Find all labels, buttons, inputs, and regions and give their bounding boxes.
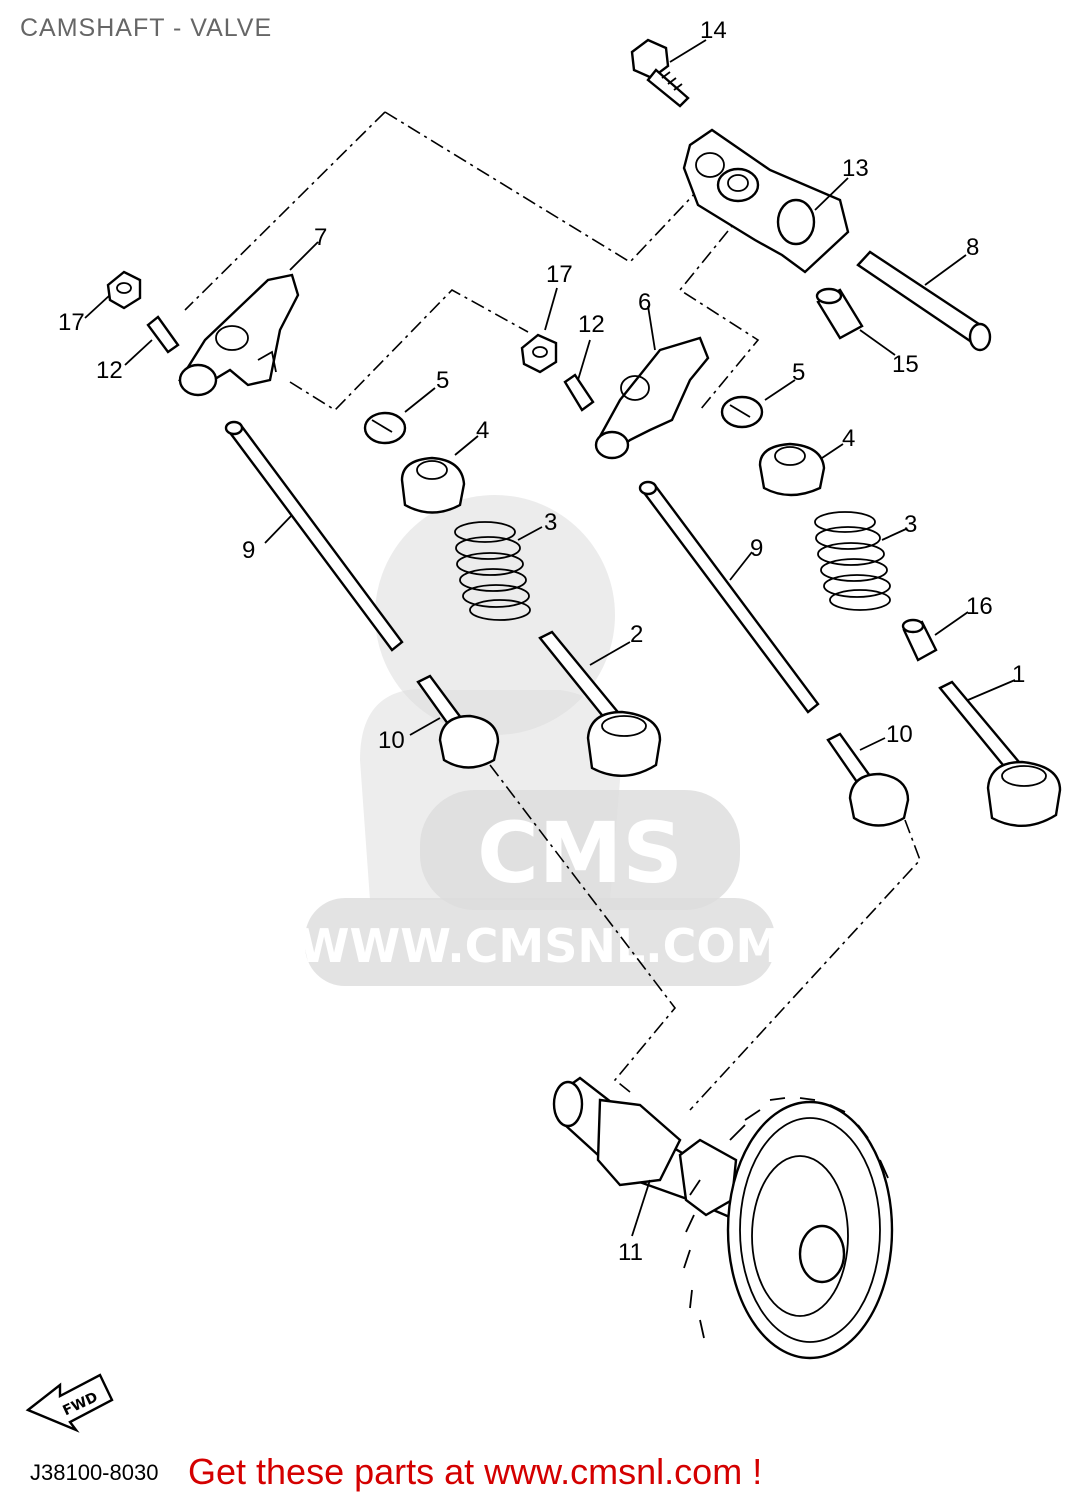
adjuster-screw-12a: [146, 315, 180, 354]
push-rod-9b: [638, 480, 820, 714]
diagram-title: CAMSHAFT - VALVE: [20, 14, 273, 42]
callout-4-left: 4: [476, 417, 489, 444]
valve-collet-5b: [720, 395, 764, 429]
callout-5-left: 5: [436, 367, 449, 394]
rocker-bracket-13: [682, 128, 850, 274]
callout-1: 1: [1012, 661, 1025, 688]
callout-14: 14: [700, 17, 727, 44]
watermark-logo: CMS: [477, 804, 683, 902]
valve-1: [938, 680, 1062, 828]
watermark-url: WWW.CMSNL.COM: [299, 919, 782, 973]
callout-6: 6: [638, 289, 651, 316]
callout-2: 2: [630, 621, 643, 648]
callout-13: 13: [842, 155, 869, 182]
assembly-lines: [184, 111, 921, 1111]
callout-3-left: 3: [544, 509, 557, 536]
tappet-10b: [826, 732, 910, 827]
spring-retainer-4a: [400, 456, 466, 514]
callout-10-right: 10: [886, 721, 913, 748]
callout-16: 16: [966, 593, 993, 620]
callout-17-right: 17: [546, 261, 573, 288]
callout-5-right: 5: [792, 359, 805, 386]
fwd-arrow-icon: FWD: [25, 1373, 114, 1433]
adjuster-nut-17a: [106, 270, 142, 310]
callout-9-left: 9: [242, 537, 255, 564]
callout-9-right: 9: [750, 535, 763, 562]
bolt-14: [630, 38, 690, 108]
callout-8: 8: [966, 234, 979, 261]
callout-15: 15: [892, 351, 919, 378]
shop-link-banner[interactable]: Get these parts at www.cmsnl.com !: [186, 1451, 769, 1493]
callout-17-left: 17: [58, 309, 85, 336]
rocker-arm-7: [178, 273, 300, 397]
callout-12-left: 12: [96, 357, 123, 384]
diagram-code: J38100-8030: [30, 1460, 159, 1485]
leader-lines: [84, 39, 1016, 1237]
spring-retainer-4b: [758, 442, 826, 497]
callout-11: 11: [618, 1239, 643, 1266]
valve-spring-3a: [454, 521, 531, 621]
bushing-15: [815, 287, 864, 340]
push-rod-9a: [224, 420, 404, 652]
valve-collet-5a: [363, 411, 407, 445]
callout-4-right: 4: [842, 425, 855, 452]
callout-10-left: 10: [378, 727, 405, 754]
camshaft-11: [552, 1076, 894, 1360]
adjuster-screw-12b: [563, 373, 595, 412]
rocker-arm-6: [594, 336, 710, 460]
valve-2: [538, 630, 662, 778]
valve-spring-3b: [814, 511, 891, 611]
valve-stem-seal-16: [901, 618, 938, 662]
callout-3-right: 3: [904, 511, 917, 538]
rocker-shaft-8: [856, 250, 992, 352]
callout-7: 7: [314, 224, 327, 251]
callout-12-right: 12: [578, 311, 605, 338]
watermark: CMS WWW.CMSNL.COM: [299, 495, 782, 986]
tappet-10a: [416, 674, 500, 769]
adjuster-nut-17b: [520, 333, 558, 374]
callouts: 14 13 8 7 17 12 17 12 6 15 5 5 4 4 3 3 9…: [58, 17, 1025, 1266]
